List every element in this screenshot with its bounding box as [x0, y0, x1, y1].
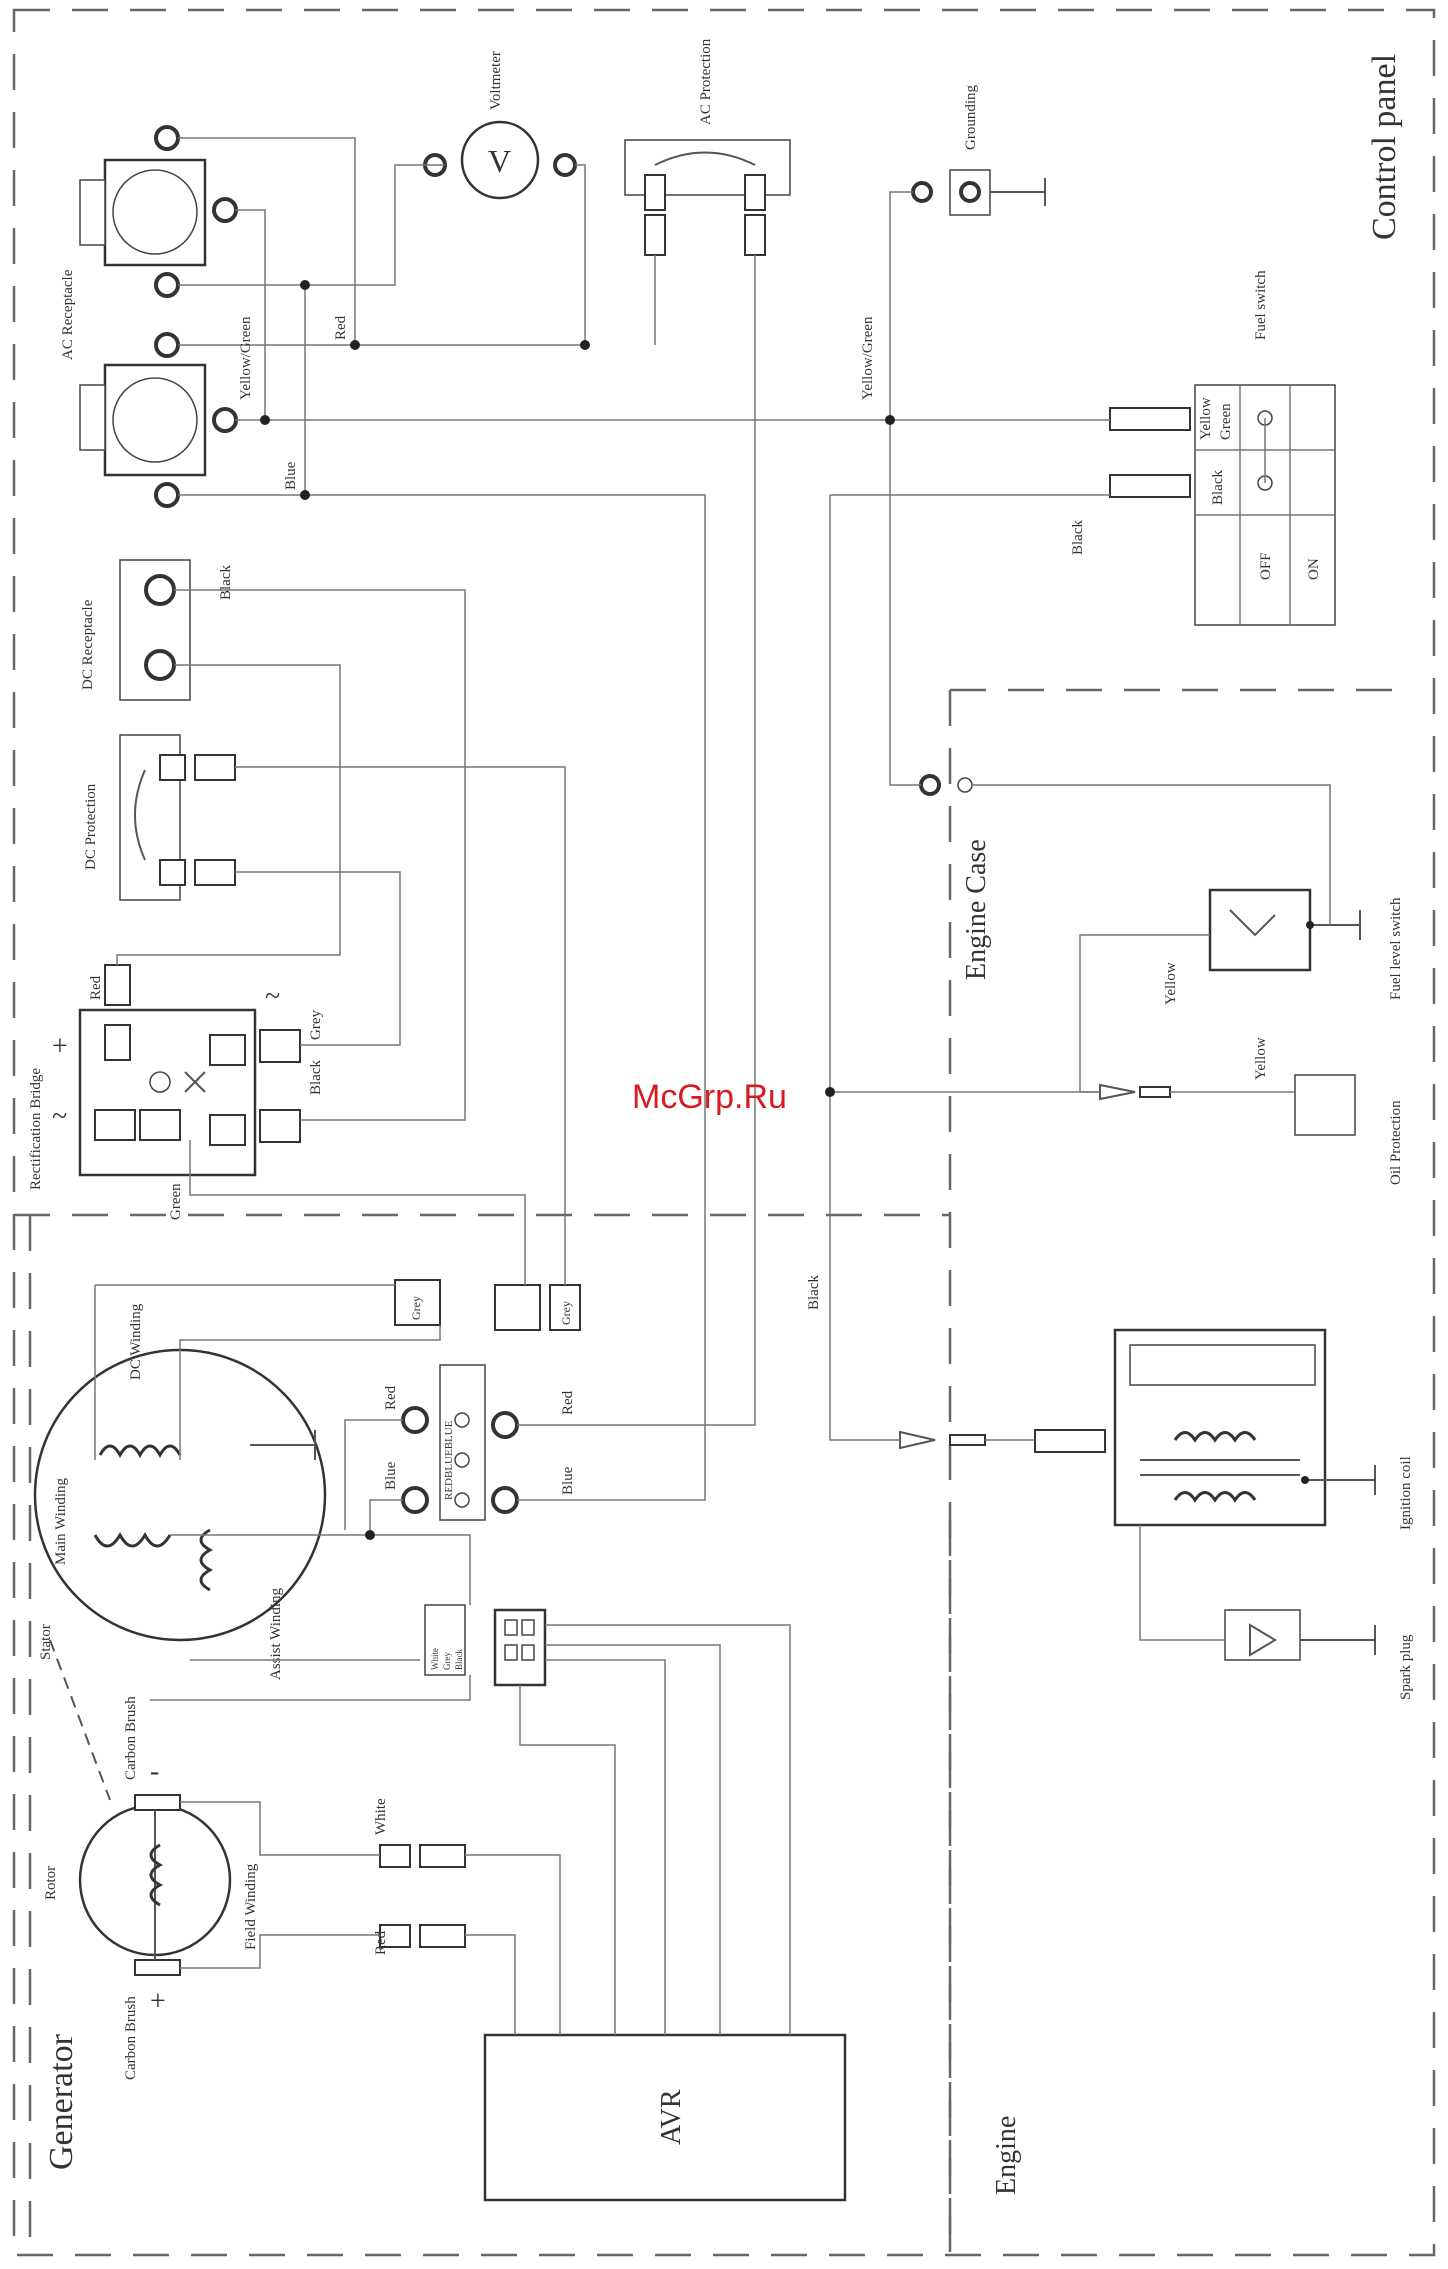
wire-red-panel: Red: [333, 315, 349, 340]
fuel-switch-yellow: Yellow: [1198, 397, 1214, 440]
oil-protection: [1099, 1074, 1356, 1136]
assist-winding-label: Assist Winding: [268, 1587, 284, 1680]
grey-connectors: [394, 1279, 581, 1331]
dc-receptacle: [119, 559, 191, 701]
avr: AVR: [483, 2033, 847, 2202]
wire-yellow-green-panel: Yellow/Green: [238, 316, 254, 400]
spark-plug: [1224, 1609, 1376, 1661]
dc-receptacle-label: DC Receptacle: [80, 599, 96, 690]
wire-yellow-oil: Yellow: [1253, 1037, 1269, 1080]
fuel-level-switch-label: Fuel level switch: [1388, 897, 1404, 1000]
wire-black-bridge: Black: [308, 1060, 324, 1095]
watermark: McGrp.Ru: [632, 1078, 787, 1116]
wire-black-engine: Black: [806, 1275, 822, 1310]
region-borders: [12, 8, 1436, 2257]
brush-plus: +: [150, 1986, 166, 2017]
field-winding-label: Field Winding: [243, 1863, 259, 1950]
plug-label-a: White: [430, 1648, 440, 1670]
avr-label: AVR: [656, 2089, 687, 2145]
terminal-block: REDBLUEBLUE: [401, 1364, 519, 1521]
ac-receptacle-lower: [79, 332, 238, 508]
plug-label-b: Grey: [442, 1652, 452, 1670]
ac-protection: [624, 139, 791, 256]
grounding-label: Grounding: [963, 85, 979, 150]
wire-green-bridge: Green: [168, 1183, 184, 1220]
voltmeter: V: [423, 120, 577, 200]
wire-blue-panel: Blue: [283, 461, 299, 490]
wire-black-switch: Black: [1070, 520, 1086, 555]
ignition-coil: [899, 1328, 1376, 1527]
ignition-coil-label: Ignition coil: [1398, 1456, 1414, 1530]
ac-protection-label: AC Protection: [698, 38, 714, 125]
engine-case-ground: [919, 774, 973, 796]
wire-yellow-green-ground: Yellow/Green: [860, 316, 876, 400]
spark-plug-label: Spark plug: [1398, 1634, 1414, 1700]
rotor: [49, 1639, 232, 1976]
wire-red-bridge: Red: [88, 975, 104, 1000]
wire-red-terminal-right: Red: [560, 1390, 576, 1415]
fuel-switch-on: ON: [1306, 558, 1322, 580]
wire-yellow-fuel: Yellow: [1163, 962, 1179, 1005]
wires: [94, 137, 1331, 2035]
rotor-connectors: [379, 1844, 466, 1948]
ac-receptacle-upper: [79, 125, 238, 298]
dc-winding-label: DC Winding: [128, 1303, 144, 1380]
voltmeter-label: Voltmeter: [488, 51, 504, 110]
plug-label-c: Black: [454, 1649, 464, 1670]
wire-grey-conn-a: Grey: [409, 1296, 423, 1320]
rotor-label: Rotor: [43, 1866, 59, 1900]
section-engine: Engine: [991, 2116, 1022, 2195]
fuel-switch-label: Fuel switch: [1253, 270, 1269, 340]
wire-grey-bridge: Grey: [308, 1010, 324, 1040]
fuel-switch-table: Yellow Green Black OFF ON: [1194, 384, 1336, 626]
fuel-level-switch: [1208, 888, 1361, 972]
dc-protection: [119, 734, 236, 901]
section-control-panel: Control panel: [1366, 54, 1403, 240]
junction-dots: [260, 280, 1314, 1540]
grounding: [911, 169, 1046, 216]
fuel-switch-off: OFF: [1258, 552, 1274, 580]
wire-red-terminal-left: Red: [383, 1385, 399, 1410]
wire-blue-terminal-left: Blue: [383, 1461, 399, 1490]
avr-plugs: White Grey Black: [424, 1604, 547, 1687]
rectification-bridge: [78, 964, 301, 1177]
rectification-bridge-label: Rectification Bridge: [28, 1068, 44, 1190]
terminal-block-text: REDBLUEBLUE: [443, 1420, 455, 1500]
bridge-tilde-top: ~: [265, 981, 280, 1012]
carbon-brush-top-label: Carbon Brush: [123, 1696, 139, 1780]
bridge-tilde-bottom: ~: [52, 1101, 67, 1132]
section-generator: Generator: [43, 2033, 80, 2170]
stator-label: Stator: [38, 1624, 54, 1660]
wire-red-rotor: Red: [373, 1930, 389, 1955]
main-winding-label: Main Winding: [53, 1477, 69, 1565]
oil-protection-label: Oil Protection: [1388, 1100, 1404, 1185]
voltmeter-symbol: V: [488, 143, 511, 179]
wire-grey-conn-b: Grey: [559, 1301, 573, 1325]
dc-protection-label: DC Protection: [83, 783, 99, 870]
carbon-brush-bottom-label: Carbon Brush: [123, 1996, 139, 2080]
brush-minus: -: [150, 1756, 159, 1787]
ac-receptacle-label: AC Receptacle: [60, 269, 76, 360]
wire-white-rotor: White: [373, 1798, 389, 1835]
section-engine-case: Engine Case: [961, 839, 992, 980]
fuel-switch-black: Black: [1210, 470, 1226, 505]
bridge-plus: +: [52, 1031, 68, 1062]
wire-blue-terminal-right: Blue: [560, 1466, 576, 1495]
fuel-switch-green: Green: [1218, 403, 1234, 440]
wire-black-dc: Black: [218, 565, 234, 600]
